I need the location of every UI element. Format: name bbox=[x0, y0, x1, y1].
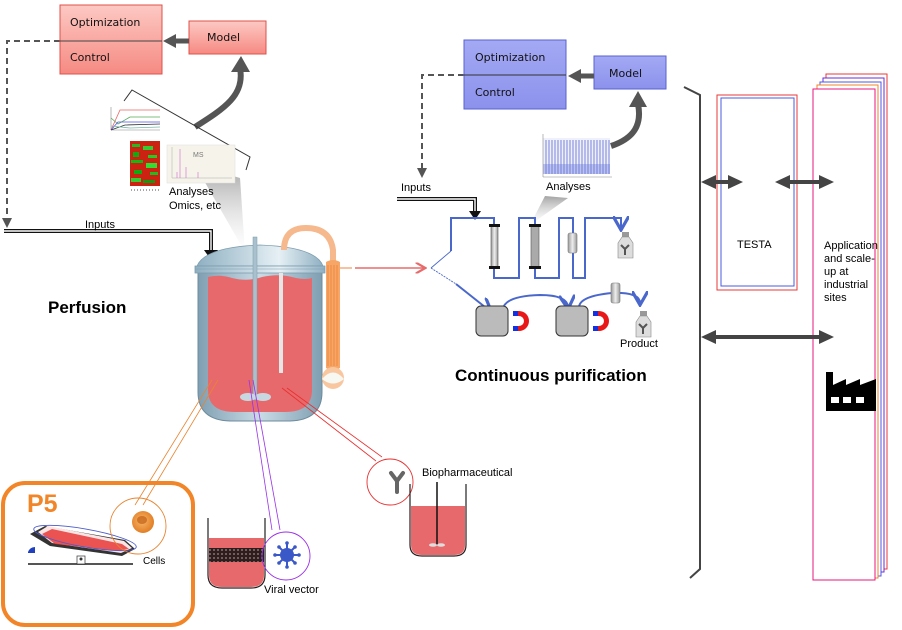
biopharmaceutical-label: Biopharmaceutical bbox=[422, 467, 513, 479]
chromatography-column-2 bbox=[529, 224, 541, 269]
purification-control-label: Control bbox=[475, 86, 515, 99]
p5-panel: P5 Cells bbox=[1, 481, 195, 627]
purification-analyses-label: Analyses bbox=[546, 181, 591, 193]
intermediate-bottle bbox=[617, 232, 634, 259]
purification-model-label: Model bbox=[609, 67, 642, 80]
perfusion-analyses-bracket bbox=[123, 89, 251, 171]
viral-vector-beaker bbox=[207, 518, 266, 589]
testa-box[interactable]: TESTA bbox=[716, 94, 798, 291]
purification-analyses-to-model-arrow bbox=[609, 91, 647, 149]
magnet-icon bbox=[593, 311, 609, 331]
perfusion-title: Perfusion bbox=[48, 298, 126, 317]
factory-icon bbox=[826, 372, 876, 411]
product-label: Product bbox=[620, 338, 658, 350]
perfusion-heatmap-thumbnail bbox=[130, 141, 160, 191]
testa-label: TESTA bbox=[737, 239, 772, 251]
bioreactor[interactable] bbox=[194, 236, 326, 422]
purification-model-box[interactable]: Model bbox=[593, 55, 667, 90]
biopharmaceutical-beaker bbox=[409, 482, 467, 557]
purification-optimization-label: Optimization bbox=[475, 51, 545, 64]
perfusion-analyses-beam bbox=[195, 165, 245, 252]
viral-vector-callout-circle bbox=[261, 531, 311, 581]
purification-analyses-thumbnail bbox=[542, 134, 612, 178]
chromatography-column-1 bbox=[489, 224, 500, 269]
perfusion-filter-device[interactable] bbox=[281, 224, 352, 389]
perfusion-timecourse-thumbnail bbox=[110, 107, 161, 131]
viral-vector-callout-line bbox=[248, 379, 281, 531]
bracket-to-testa-arrow bbox=[701, 175, 743, 189]
testa-to-industrial-arrow bbox=[775, 175, 834, 189]
purification-model-to-control-arrow bbox=[568, 69, 594, 83]
industrial-sites-stack[interactable]: Application and scale- up at industrial … bbox=[812, 73, 889, 581]
purification-title: Continuous purification bbox=[455, 366, 647, 385]
purification-analyses-beam bbox=[530, 196, 568, 225]
perfusion-ms-label: MS bbox=[193, 152, 204, 159]
biopharmaceutical-callout-circle bbox=[366, 458, 414, 506]
mag-separator-1 bbox=[475, 305, 509, 337]
bracket-to-industrial-arrow bbox=[701, 330, 834, 344]
cells-callout-circle bbox=[109, 497, 167, 555]
perfusion-model-box[interactable]: Model bbox=[188, 20, 267, 55]
antibody-icon bbox=[389, 471, 405, 494]
product-bottle bbox=[635, 311, 652, 338]
purification-inputs-label: Inputs bbox=[401, 182, 431, 194]
perfusion-control-box[interactable]: Optimization Control bbox=[59, 4, 163, 75]
perfusion-control-label: Control bbox=[70, 51, 110, 64]
virus-icon bbox=[273, 541, 301, 569]
magnet-icon bbox=[513, 311, 529, 331]
perfusion-inputs-label: Inputs bbox=[85, 219, 115, 231]
purification-control-box[interactable]: Optimization Control bbox=[463, 39, 567, 110]
perfusion-analyses-label: Analyses bbox=[169, 186, 214, 198]
filter-cartridge-2 bbox=[610, 282, 621, 304]
perfusion-model-label: Model bbox=[207, 31, 240, 44]
right-bracket bbox=[683, 86, 701, 579]
cell-icon bbox=[132, 511, 154, 533]
filter-cartridge-1 bbox=[567, 232, 578, 254]
perfusion-feedback-line bbox=[2, 40, 60, 228]
purification-feedback-line bbox=[417, 74, 464, 178]
mag-separator-2 bbox=[555, 305, 589, 337]
rocking-bioreactor-bag bbox=[28, 524, 137, 565]
perfusion-optimization-label: Optimization bbox=[70, 16, 140, 29]
cells-label: Cells bbox=[143, 556, 165, 567]
perfusion-model-to-control-arrow bbox=[163, 34, 189, 48]
purification-inputs-line bbox=[397, 197, 481, 220]
biopharmaceutical-callout-line bbox=[281, 387, 383, 462]
perfusion-ms-thumbnail: MS bbox=[166, 144, 236, 184]
perfusion-inputs-line bbox=[4, 229, 218, 260]
viral-vector-label: Viral vector bbox=[264, 584, 319, 596]
industrial-sites-label: Application and scale- up at industrial … bbox=[824, 240, 881, 304]
perfusion-analyses-to-model-arrow bbox=[193, 56, 250, 130]
perfusion-omics-label: Omics, etc bbox=[169, 200, 221, 212]
p5-label: P5 bbox=[27, 490, 58, 518]
